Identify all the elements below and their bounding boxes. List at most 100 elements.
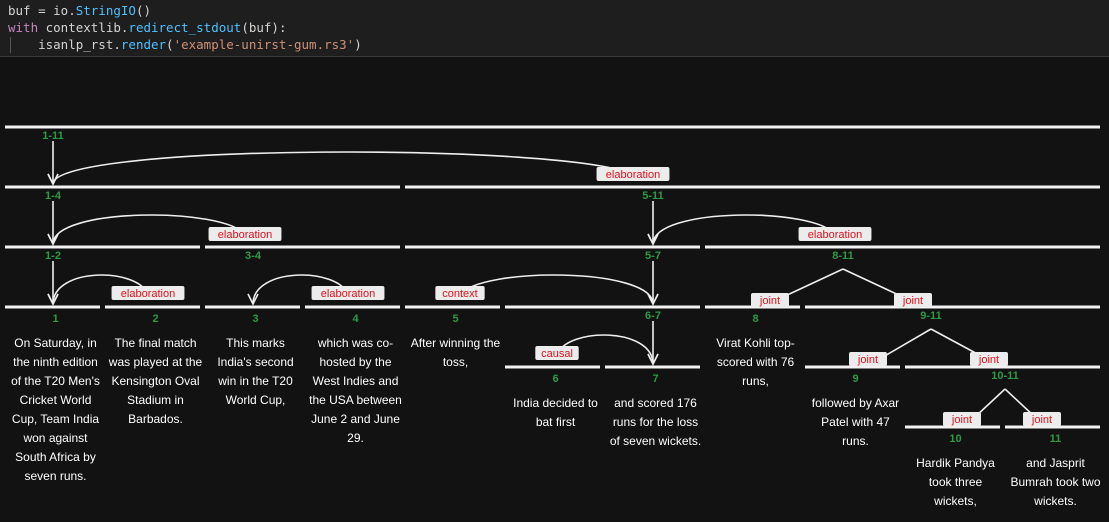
joint-line bbox=[842, 268, 904, 298]
edu-text-line: After winning the bbox=[411, 336, 501, 350]
edu-id: 10 bbox=[949, 433, 961, 445]
edu-text-line: of seven wickets. bbox=[610, 434, 701, 448]
relation-label-bg bbox=[596, 167, 670, 181]
edu-bar bbox=[1005, 425, 1100, 429]
edu-bar bbox=[705, 305, 800, 309]
edu-text-line: West Indies and bbox=[313, 374, 399, 388]
code-line-3: isanlp_rst.render('example-unirst-gum.rs… bbox=[8, 37, 362, 52]
relation-label-bg bbox=[798, 227, 872, 241]
edu-text-line: June 2 and June bbox=[311, 412, 400, 426]
span-label: 3-4 bbox=[245, 250, 262, 262]
edu-text-line: Cup, Team India bbox=[12, 412, 99, 426]
span-bar bbox=[705, 245, 1100, 249]
relation-arc bbox=[652, 214, 836, 245]
code-cell[interactable]: buf = io.StringIO() with contextlib.redi… bbox=[0, 0, 1109, 57]
relation-label: joint bbox=[1031, 414, 1052, 426]
edu-text-line: won against bbox=[22, 431, 88, 445]
edu-id: 6 bbox=[552, 373, 558, 385]
arrow-head bbox=[47, 173, 59, 186]
edu-text-line: took three bbox=[929, 475, 983, 489]
arrow-head bbox=[47, 233, 59, 246]
edu-text-line: followed by Axar bbox=[812, 396, 899, 410]
relation-label-bg bbox=[943, 412, 981, 426]
edu-bar bbox=[105, 305, 200, 309]
span-bar bbox=[405, 245, 700, 249]
edu-text-line: scored with 76 bbox=[717, 355, 795, 369]
edu-id: 5 bbox=[452, 313, 458, 325]
relation-label: elaboration bbox=[218, 229, 272, 241]
edu-text-line: and scored 176 bbox=[614, 396, 697, 410]
arrow-head bbox=[647, 353, 659, 366]
edu-text-line: Cricket World bbox=[20, 393, 92, 407]
edu-text-line: toss, bbox=[443, 355, 468, 369]
arrow-head bbox=[647, 293, 659, 306]
arrow-head bbox=[647, 233, 659, 246]
edu-text-line: and Jasprit bbox=[1026, 456, 1085, 470]
edu-bar bbox=[5, 305, 100, 309]
indent-guide bbox=[10, 37, 11, 53]
edu-id: 7 bbox=[652, 373, 658, 385]
relation-label: joint bbox=[978, 354, 999, 366]
edu-text-line: runs, bbox=[742, 374, 769, 388]
span-label: 1-4 bbox=[45, 190, 62, 202]
span-label: 5-7 bbox=[645, 250, 661, 262]
joint-line bbox=[882, 328, 932, 358]
edu-text-line: This marks bbox=[226, 336, 285, 350]
edu-text-line: runs for the loss bbox=[613, 415, 698, 429]
relation-label: joint bbox=[951, 414, 972, 426]
relation-label: context bbox=[442, 288, 477, 300]
relation-label-bg bbox=[311, 286, 385, 300]
relation-label-bg bbox=[970, 352, 1008, 366]
relation-label-bg bbox=[535, 346, 579, 360]
edu-id: 8 bbox=[752, 313, 758, 325]
span-label: 10-11 bbox=[991, 370, 1019, 382]
relation-label: joint bbox=[857, 354, 878, 366]
edu-text-line: runs. bbox=[842, 434, 869, 448]
span-label: 1-11 bbox=[42, 130, 63, 142]
edu-text-line: which was co- bbox=[317, 336, 393, 350]
relation-label: causal bbox=[541, 348, 573, 360]
code-line-1: buf = io.StringIO() bbox=[8, 3, 152, 18]
span-bar bbox=[505, 305, 700, 309]
edu-bar bbox=[205, 305, 300, 309]
edu-text-line: 29. bbox=[347, 431, 364, 445]
span-bar bbox=[5, 185, 400, 189]
span-bar bbox=[5, 125, 1100, 129]
span-label: 8-11 bbox=[832, 250, 853, 262]
span-bar bbox=[805, 305, 1100, 309]
edu-text-line: Virat Kohli top- bbox=[716, 336, 795, 350]
relation-label: joint bbox=[902, 295, 923, 307]
edu-text-line: South Africa by bbox=[15, 450, 96, 464]
edu-bar bbox=[405, 305, 500, 309]
edu-text-line: of the T20 Men's bbox=[11, 374, 100, 388]
edu-bar bbox=[605, 365, 700, 369]
relation-arc bbox=[52, 151, 634, 185]
span-label: 5-11 bbox=[642, 190, 663, 202]
edu-text-line: bat first bbox=[536, 415, 576, 429]
edu-id: 4 bbox=[352, 313, 359, 325]
relation-label: elaboration bbox=[321, 288, 375, 300]
edu-id: 2 bbox=[152, 313, 158, 325]
relation-arc bbox=[52, 214, 246, 245]
span-bar bbox=[405, 185, 1100, 189]
relation-arc bbox=[459, 274, 654, 305]
edu-text-line: On Saturday, in bbox=[14, 336, 97, 350]
edu-text-line: The final match bbox=[114, 336, 196, 350]
relation-label-bg bbox=[208, 227, 282, 241]
relation-label: joint bbox=[759, 295, 780, 307]
edu-text-line: Hardik Pandya bbox=[916, 456, 995, 470]
edu-text-line: wickets. bbox=[1033, 494, 1077, 508]
joint-line bbox=[782, 268, 844, 298]
edu-text-line: the USA between bbox=[309, 393, 402, 407]
span-bar bbox=[205, 245, 400, 249]
relation-label: elaboration bbox=[808, 229, 862, 241]
edu-text-line: the ninth edition bbox=[13, 355, 98, 369]
relation-label-bg bbox=[849, 352, 887, 366]
edu-bar bbox=[905, 425, 1000, 429]
relation-label-bg bbox=[751, 293, 789, 307]
edu-id: 9 bbox=[852, 373, 858, 385]
relation-label-bg bbox=[435, 286, 485, 300]
edu-text-line: Bumrah took two bbox=[1010, 475, 1100, 489]
edu-text-line: win in the T20 bbox=[217, 374, 293, 388]
